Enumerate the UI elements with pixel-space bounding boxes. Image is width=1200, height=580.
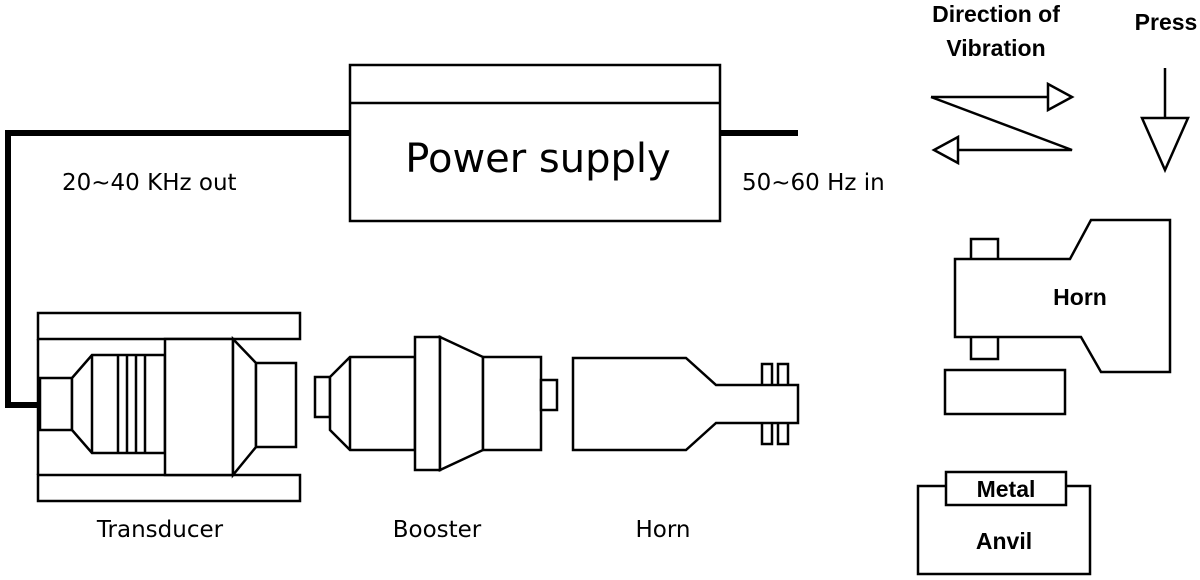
transducer-taper [231, 335, 258, 479]
vibration-direction-label-line2: Vibration [946, 35, 1045, 61]
transducer-bottom-rail [36, 473, 302, 503]
power-supply: Power supply [348, 63, 722, 223]
metal-sheet [944, 470, 1068, 507]
horn-front-body [953, 218, 1172, 374]
horn-front-label: Horn [1053, 284, 1107, 310]
arrow-right-icon [1046, 81, 1075, 113]
booster-output-section [481, 355, 543, 452]
metal-label: Metal [977, 476, 1036, 502]
booster-taper [438, 335, 485, 472]
transducer-end-cap [38, 376, 74, 432]
booster [313, 335, 559, 472]
anvil: Metal Anvil [916, 470, 1092, 576]
transducer-output-end [254, 361, 298, 449]
vibration-arrows [930, 81, 1075, 166]
arrow-left-icon [931, 134, 960, 166]
anvil-label: Anvil [976, 528, 1032, 554]
transducer-flange [163, 337, 235, 477]
press-arrow-icon [1140, 68, 1190, 174]
booster-input-section [328, 355, 417, 452]
input-frequency-label: 50~60 Hz in [742, 170, 885, 196]
output-cable [5, 130, 350, 408]
power-supply-label: Power supply [405, 136, 670, 182]
booster-input-stud [313, 375, 332, 419]
transducer [36, 311, 302, 503]
horn-front-view: Horn [953, 218, 1172, 374]
output-frequency-label: 20~40 KHz out [62, 170, 237, 196]
press-label: Press [1135, 9, 1198, 35]
booster-output-stud [539, 378, 559, 412]
workpiece-block [943, 368, 1067, 416]
vibration-direction-label: Direction of [932, 1, 1060, 27]
horn-body [571, 356, 800, 452]
power-supply-box [348, 63, 722, 223]
horn [571, 356, 800, 452]
transducer-top-rail [36, 311, 302, 341]
booster-label: Booster [393, 517, 482, 543]
horn-label: Horn [636, 517, 691, 543]
booster-collar [413, 335, 442, 472]
transducer-label: Transducer [96, 517, 224, 543]
